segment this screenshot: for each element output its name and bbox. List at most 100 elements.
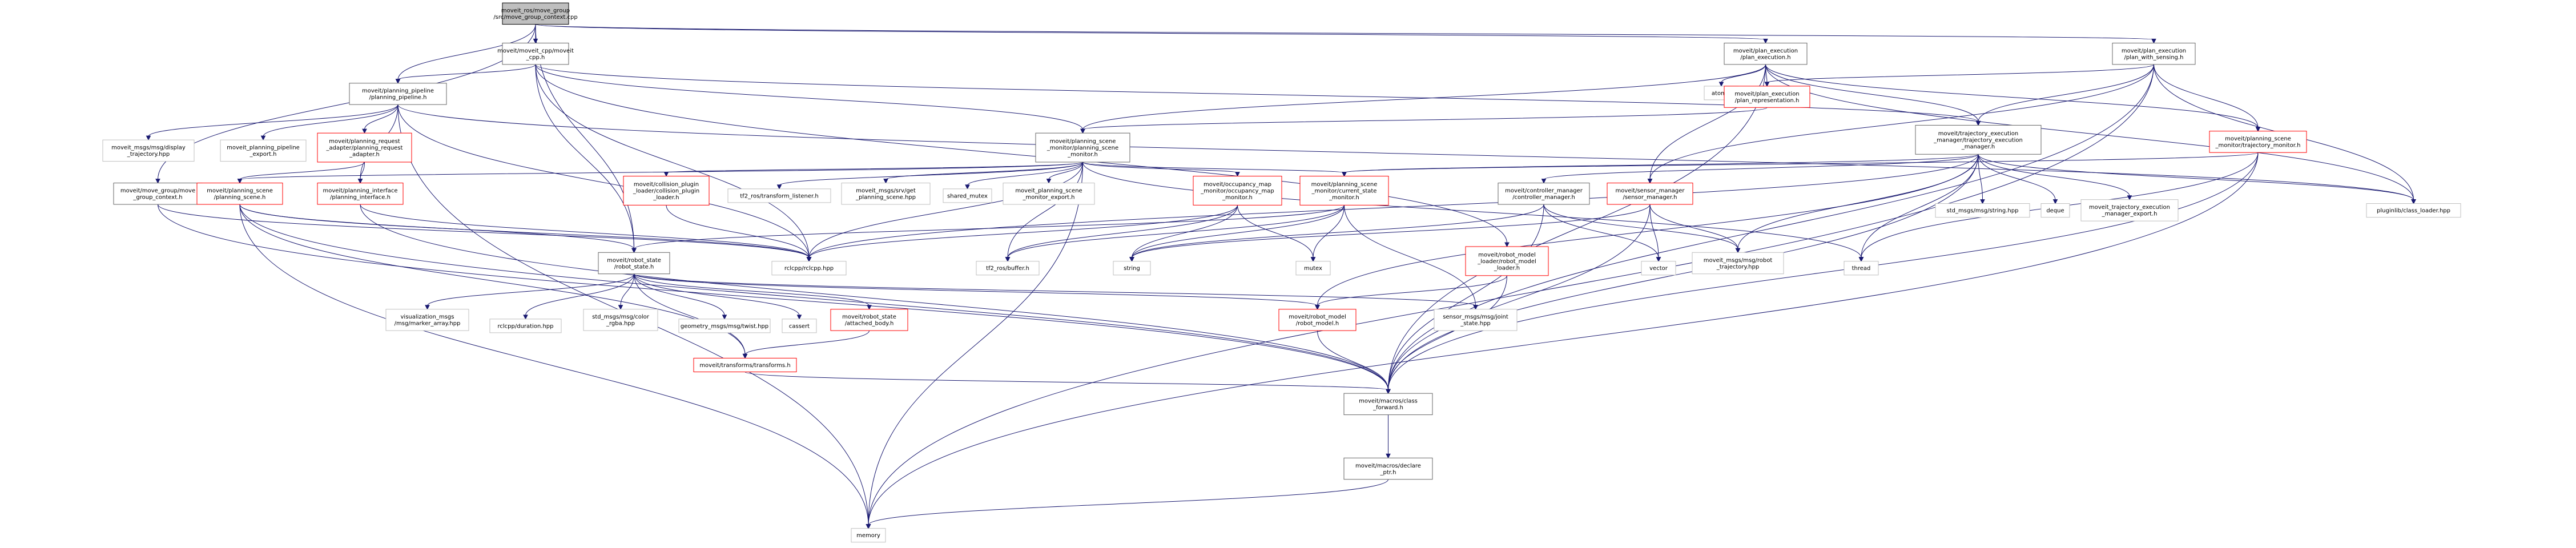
- node-label-line: _monitor/trajectory_monitor.h: [2215, 143, 2301, 149]
- node-collision-plugin[interactable]: moveit/collision_plugin_loader/collision…: [623, 176, 710, 206]
- node-robot-trajectory-msg[interactable]: moveit_msgs/msg/robot_trajectory.hpp: [1692, 252, 1784, 275]
- edge-planning-pipeline-to-display-traj: [146, 104, 399, 141]
- node-controller-manager[interactable]: moveit/controller_manager/controller_man…: [1498, 183, 1590, 205]
- node-occupancy[interactable]: moveit/occupancy_map_monitor/occupancy_m…: [1193, 176, 1282, 206]
- node-label-line: _trajectory.hpp: [127, 151, 170, 158]
- node-mutex[interactable]: mutex: [1295, 261, 1331, 276]
- node-robot-model-loader[interactable]: moveit/robot_model_loader/robot_model_lo…: [1465, 246, 1549, 276]
- node-box: [1844, 261, 1879, 276]
- node-box: [830, 309, 908, 331]
- node-label-line: std_msgs/msg/color: [592, 314, 650, 320]
- edge-plan-execution-to-class-loader: [1765, 64, 2416, 204]
- edge-plan-execution-to-trajectory-monitor: [1765, 64, 2261, 132]
- node-label-line: /planning_interface.h: [330, 195, 391, 201]
- node-label-line: _monitor/occupancy_map: [1200, 188, 1274, 194]
- edge-current-state-to-tf2-buffer: [1005, 205, 1345, 262]
- edge-robot-state-to-color-rgba: [618, 273, 634, 310]
- node-box: [1193, 176, 1282, 206]
- node-attached-body[interactable]: moveit/robot_state/attached_body.h: [830, 309, 908, 331]
- node-box: [1692, 252, 1784, 275]
- edge-robot-model-loader-to-class-forward: [1386, 275, 1507, 394]
- node-label-line: moveit_trajectory_execution: [2089, 204, 2170, 211]
- node-box: [2209, 131, 2307, 153]
- node-label-line: rclcpp/duration.hpp: [497, 323, 553, 329]
- node-tf2-buffer[interactable]: tf2_ros/buffer.h: [976, 261, 1040, 276]
- node-string[interactable]: string: [1113, 261, 1151, 276]
- node-psm-export[interactable]: moveit_planning_scene_monitor_export.h: [1003, 183, 1095, 205]
- edge-psm-to-planning-scene: [237, 162, 1083, 184]
- edge-plan-execution-to-atomic: [1718, 64, 1766, 87]
- node-deque[interactable]: deque: [2040, 203, 2070, 218]
- node-transforms[interactable]: moveit/transforms/transforms.h: [693, 357, 797, 372]
- node-pp-export[interactable]: moveit_planning_pipeline_export.h: [220, 139, 307, 162]
- node-label-line: _loader/collision_plugin: [633, 188, 699, 194]
- edge-sensor-manager-to-robot-trajectory-msg: [1649, 204, 1741, 253]
- node-tem[interactable]: moveit/trajectory_execution_manager/traj…: [1915, 124, 2042, 155]
- nodes-layer: moveit_ros/move_group/src/move_group_con…: [102, 2, 2461, 543]
- node-label-line: moveit/collision_plugin: [634, 182, 699, 188]
- node-duration[interactable]: rclcpp/duration.hpp: [489, 319, 562, 333]
- node-vector[interactable]: vector: [1641, 261, 1676, 276]
- edge-controller-manager-to-robot-trajectory-msg: [1543, 204, 1741, 253]
- node-class-loader[interactable]: pluginlib/class_loader.hpp: [2366, 203, 2461, 218]
- node-move-group-context[interactable]: moveit/move_group/move_group_context.h: [113, 183, 203, 205]
- edge-robot-state-to-cassert: [634, 273, 802, 320]
- node-label-line: moveit_msgs/msg/robot: [1704, 257, 1773, 264]
- edge-sensor-manager-to-string: [1129, 204, 1651, 262]
- node-label-line: /plan_representation.h: [1735, 98, 1800, 104]
- edge-tem-to-robot-model: [1315, 154, 1979, 310]
- node-label-line: /robot_model.h: [1296, 321, 1339, 327]
- edge-tem-to-rclcpp: [806, 154, 1979, 262]
- edge-plan-representation-to-psm: [1080, 107, 1768, 134]
- node-thread[interactable]: thread: [1844, 261, 1879, 276]
- node-color-rgba[interactable]: std_msgs/msg/color_rgba.hpp: [583, 309, 658, 331]
- node-sensor-manager[interactable]: moveit/sensor_manager/sensor_manager.h: [1607, 183, 1693, 205]
- node-twist[interactable]: geometry_msgs/msg/twist.hpp: [678, 319, 771, 333]
- node-plan-representation[interactable]: moveit/plan_execution/plan_representatio…: [1724, 86, 1810, 108]
- node-joint-state[interactable]: sensor_msgs/msg/joint_state.hpp: [1434, 309, 1518, 331]
- node-request-adapter[interactable]: moveit/planning_request_adapter/planning…: [317, 132, 412, 163]
- node-memory[interactable]: memory: [851, 528, 886, 543]
- node-plan-with-sensing[interactable]: moveit/plan_execution/plan_with_sensing.…: [2112, 42, 2196, 65]
- node-planning-scene[interactable]: moveit/planning_scene/planning_scene.h: [196, 183, 283, 205]
- node-robot-state[interactable]: moveit/robot_state/robot_state.h: [598, 252, 670, 275]
- node-plan-execution[interactable]: moveit/plan_execution/plan_execution.h: [1724, 42, 1808, 65]
- node-box: [1343, 457, 1433, 480]
- node-marker-array[interactable]: visualization_msgs/msg/marker_array.hpp: [385, 309, 469, 331]
- edge-plan-with-sensing-to-class-forward: [1386, 64, 2154, 394]
- node-box: [2366, 203, 2461, 218]
- node-rclcpp[interactable]: rclcpp/rclcpp.hpp: [771, 261, 847, 276]
- node-root[interactable]: moveit_ros/move_group/src/move_group_con…: [493, 2, 578, 25]
- node-cassert[interactable]: cassert: [782, 319, 817, 333]
- node-label-line: moveit_msgs/srv/get: [856, 188, 916, 194]
- node-current-state[interactable]: moveit/planning_scene_monitor/current_st…: [1299, 176, 1389, 206]
- node-label-line: _state.hpp: [1460, 321, 1491, 327]
- node-label-line: moveit/sensor_manager: [1615, 188, 1685, 194]
- node-trajectory-monitor[interactable]: moveit/planning_scene_monitor/trajectory…: [2209, 131, 2307, 153]
- node-label-line: moveit/planning_scene: [2225, 136, 2291, 142]
- node-box: [851, 528, 886, 543]
- node-robot-model[interactable]: moveit/robot_model/robot_model.h: [1278, 309, 1357, 331]
- edge-moveit-cpp-to-psm: [535, 64, 1085, 134]
- node-box: [220, 139, 307, 162]
- node-label-line: /plan_execution.h: [1740, 54, 1790, 61]
- node-class-forward[interactable]: moveit/macros/class_forward.h: [1343, 393, 1433, 416]
- node-tf2-listener[interactable]: tf2_ros/transform_listener.h: [727, 188, 831, 203]
- node-label-line: moveit_planning_scene: [1015, 188, 1082, 194]
- node-label-line: cassert: [789, 323, 810, 329]
- node-planning-interface[interactable]: moveit/planning_interface/planning_inter…: [317, 183, 404, 205]
- node-psm[interactable]: moveit/planning_scene_monitor/planning_s…: [1035, 132, 1130, 163]
- node-moveit-cpp[interactable]: moveit/moveit_cpp/moveit_cpp.h: [497, 42, 574, 65]
- edge-plan-execution-to-class-forward: [1386, 64, 1766, 394]
- node-get-planning-scene[interactable]: moveit_msgs/srv/get_planning_scene.hpp: [841, 183, 931, 205]
- node-box: [2112, 42, 2196, 65]
- node-box: [113, 183, 203, 205]
- node-display-traj[interactable]: moveit_msgs/msg/display_trajectory.hpp: [102, 139, 195, 162]
- node-tem-export[interactable]: moveit_trajectory_execution_manager_expo…: [2080, 199, 2179, 221]
- node-declare-ptr[interactable]: moveit/macros/declare_ptr.h: [1343, 457, 1433, 480]
- node-shared-mutex[interactable]: shared_mutex: [943, 188, 992, 203]
- node-std-string[interactable]: std_msgs/msg/string.hpp: [1935, 203, 2030, 218]
- node-box: [976, 261, 1040, 276]
- node-label-line: tf2_ros/transform_listener.h: [740, 193, 818, 199]
- node-planning-pipeline[interactable]: moveit/planning_pipeline/planning_pipeli…: [349, 83, 447, 105]
